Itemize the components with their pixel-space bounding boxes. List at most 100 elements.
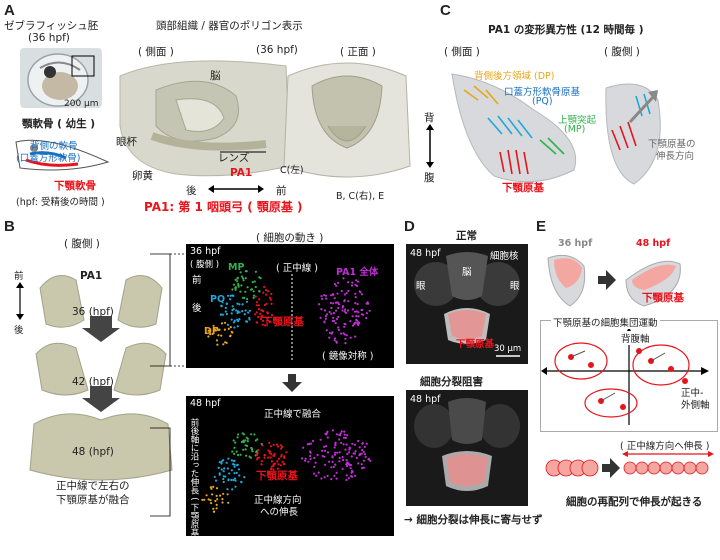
bce-label: B, C(右), E: [336, 191, 385, 202]
mandible-cell: [260, 317, 263, 321]
b-pq: PQ: [210, 294, 226, 305]
mp-cell: [240, 284, 243, 287]
pa1-cell: [362, 466, 365, 469]
mp-cell: [253, 433, 256, 436]
pa1-cell: [349, 467, 352, 470]
pa1-cell: [335, 341, 338, 344]
d-hpf-1: 48 hpf: [410, 248, 441, 259]
dp-cell: [229, 326, 232, 329]
dp-cell: [209, 486, 212, 489]
mp-cell: [248, 455, 251, 458]
pa1-cell: [354, 283, 357, 286]
pq-cell: [234, 479, 237, 482]
e-rearrangement: [544, 450, 716, 484]
pa1-cell: [308, 442, 311, 445]
elong-dir-1: 下顎原基の: [648, 139, 696, 150]
mandible-cell: [272, 454, 276, 457]
pq-cell: [248, 318, 251, 321]
mandible-cell: [272, 468, 275, 471]
pa1-cell: [333, 451, 337, 454]
pq-cell: [238, 318, 241, 321]
mandible-cell: [260, 309, 263, 312]
pa1-cell: [313, 465, 316, 468]
pa1-cell: [358, 290, 361, 293]
pq-cell: [222, 475, 225, 478]
pa1-cell: [351, 315, 354, 318]
pq-cell: [219, 313, 222, 316]
pa1-cell: [361, 442, 364, 445]
pq-cell: [236, 311, 239, 315]
pa1-cell: [338, 456, 341, 460]
pa1-cell: [357, 311, 360, 314]
mp-cell: [244, 270, 247, 273]
pa1-cell: [353, 443, 356, 446]
dorsal-cartilage-2: (口蓋方形軟骨): [16, 153, 81, 164]
dp-cell: [222, 343, 225, 346]
b-mp: MP: [228, 262, 245, 273]
panel-c-ventral: ( 腹側 ): [604, 46, 640, 58]
pa1-cell: [331, 429, 334, 432]
pa1-cell: [358, 446, 361, 449]
pa1-cell: [320, 308, 323, 311]
mp-cell: [253, 280, 256, 283]
b-brackets: [150, 250, 190, 520]
pq-cell: [226, 488, 229, 491]
d-mandible: 下顎原基: [456, 339, 495, 350]
pa1-cell: [343, 436, 346, 439]
dp-cell: [212, 485, 215, 488]
pq-cell: [243, 476, 246, 479]
pq-cell: [220, 304, 223, 307]
pa1-cell: [358, 322, 361, 325]
pa1-cell: [335, 433, 338, 436]
pa1-cell: [336, 451, 339, 454]
mandible-cell: [262, 291, 265, 294]
pa1-cell: [355, 314, 358, 318]
mandible-cell: [280, 455, 283, 458]
pa1-cell: [351, 281, 354, 284]
b-pa1: PA1: [80, 270, 103, 282]
mandible-cell: [268, 296, 271, 299]
b-cell-motion: ( 細胞の動き ): [256, 232, 324, 244]
pa1-cell: [302, 446, 305, 449]
dp-cell: [217, 334, 220, 337]
elong-dir-2: 伸長方向: [656, 151, 695, 162]
dp-cell: [222, 492, 225, 495]
pa1-cell: [331, 455, 334, 458]
pq-cell: [243, 313, 246, 316]
pa1-cell: [345, 443, 348, 446]
pa1-cell: [337, 326, 340, 329]
pa1-cell: [347, 477, 350, 480]
mandible-cell: [257, 449, 260, 452]
pa1-cell: [333, 474, 336, 477]
pq-cell: [217, 466, 220, 469]
mandible-cell: [263, 285, 266, 288]
pq-cell: [226, 294, 230, 297]
mp-cell: [231, 450, 234, 453]
pa1-cell: [345, 474, 348, 477]
dp-cell: [207, 498, 210, 501]
pa1-cell: [368, 309, 371, 312]
pa1-cell: [333, 337, 337, 340]
mandible-cell: [275, 443, 278, 446]
b-mandible-top: 下顎原基: [262, 316, 304, 328]
pa1-cell: [338, 303, 341, 306]
pq-cell: [229, 298, 232, 301]
pq-cell: [238, 303, 241, 306]
pa1-cell: [360, 308, 363, 312]
pa1-cell: [343, 325, 346, 328]
pa1-cell: [347, 300, 350, 303]
pa1-cell: [332, 465, 335, 468]
d-hpf-2: 48 hpf: [410, 394, 441, 405]
pq-cell: [220, 468, 223, 471]
pa1-cell: [324, 317, 327, 320]
dp-cell: [224, 321, 227, 324]
pa1-cell: [323, 294, 326, 297]
dp-cell: [227, 501, 230, 504]
dp-cell: [212, 510, 215, 513]
mandible-cell: [254, 313, 257, 316]
pq-cell: [232, 294, 235, 297]
mp-cell: [233, 446, 236, 449]
mandible-cell: [277, 463, 280, 466]
b-t36: 36 (hpf): [72, 306, 114, 318]
pa1-cell: [324, 432, 327, 435]
